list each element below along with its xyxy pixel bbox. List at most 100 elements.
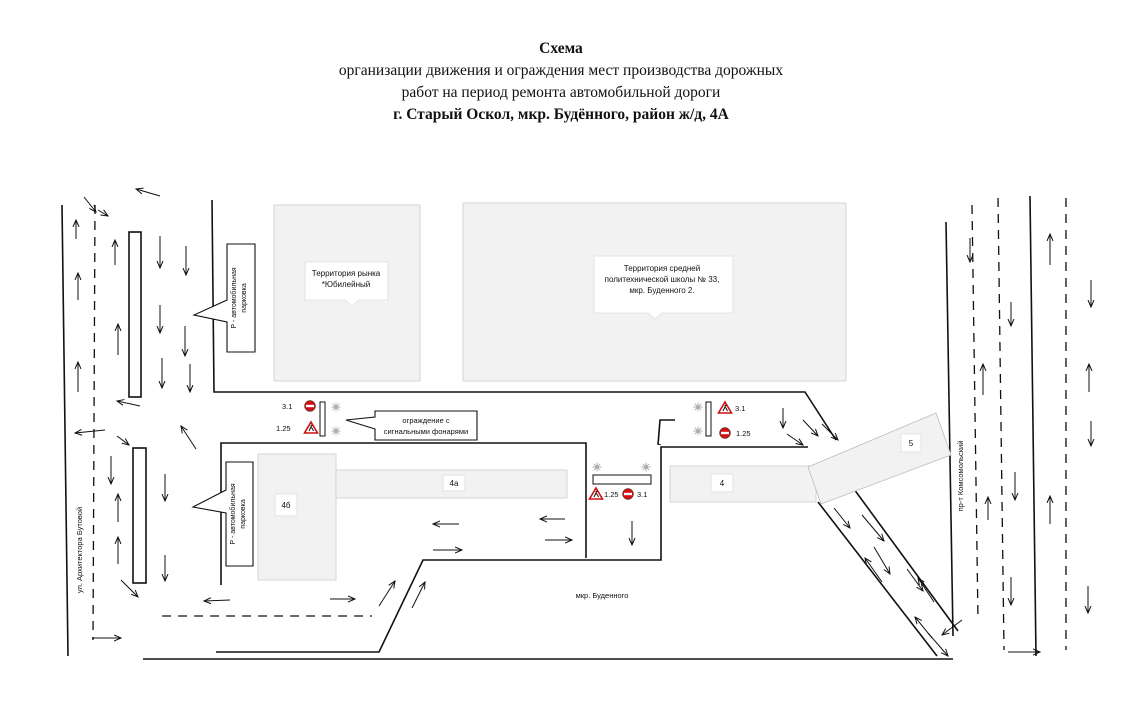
medians [128, 231, 147, 584]
lane-dash [92, 204, 96, 641]
scheme-subtitle-line-2: работ на период ремонта автомобильной до… [401, 84, 721, 101]
school-label-box [593, 255, 734, 320]
direction-arrow-icon [116, 435, 129, 445]
median-island [128, 231, 142, 398]
sign-label-1-25: 1.25 [276, 424, 291, 433]
direction-arrow-icon [906, 568, 923, 591]
building-4a-label: 4а [450, 479, 459, 488]
fence-callout: ограждение с сигнальными фонарями [345, 410, 478, 441]
no-entry-sign-icon [622, 488, 634, 500]
direction-arrow-icon [411, 582, 425, 609]
direction-arrow-icon [83, 196, 96, 212]
road-edge [657, 419, 675, 446]
building-5 [807, 412, 952, 505]
direction-arrow-icon [75, 430, 106, 433]
direction-arrow-icon [786, 433, 803, 445]
road-edge [211, 199, 837, 441]
road-edge [220, 442, 587, 585]
direction-arrow-icon [181, 426, 197, 450]
sign-label-1-25: 1.25 [604, 490, 619, 499]
direction-arrow-icon [833, 507, 850, 528]
parking-callout-top: Р - автомобильная парковка [192, 243, 256, 353]
scheme-header: Схема организации движения и ограждения … [0, 38, 1122, 126]
building-5-label-box [900, 433, 922, 453]
parking-callout-bottom: Р - автомобильная парковка [191, 461, 254, 567]
market-label-line-1: Территория рынка [312, 269, 381, 278]
fence-barrier [319, 401, 326, 437]
street-label-butova: ул. Архитектора Бутовой [75, 507, 84, 593]
school-label-line-2: политехнической школы № 33, [605, 275, 720, 284]
fence-barrier [592, 474, 652, 485]
district-label-budennogo: мкр. Буденного [576, 591, 629, 600]
building-4-label-box [710, 473, 734, 493]
building-4 [669, 465, 817, 503]
direction-arrow-icon [861, 514, 884, 541]
signal-lamp-icon [331, 426, 341, 436]
direction-arrow-icon [802, 419, 818, 436]
parking-label-line-2: парковка [240, 499, 247, 529]
market-label-box [304, 261, 389, 307]
scheme-location: г. Старый Оскол, мкр. Будённого, район ж… [393, 106, 729, 123]
lane-dash [971, 204, 979, 621]
fence-callout-line-2: сигнальными фонарями [384, 427, 468, 436]
direction-arrow-icon [927, 632, 948, 656]
road-works-sign-icon [303, 421, 319, 434]
work-zone-right: 3.1 1.25 [693, 401, 751, 439]
signal-lamp-icon [592, 462, 602, 472]
direction-arrow-icon [378, 581, 395, 607]
signal-lamp-icon [641, 462, 651, 472]
sign-label-3-1: 3.1 [282, 402, 292, 411]
parking-label-line-1: Р - автомобильная [229, 483, 237, 544]
signal-lamp-icon [331, 402, 341, 412]
road-edge [817, 501, 938, 657]
sign-label-1-25: 1.25 [736, 429, 751, 438]
direction-arrow-icon [120, 579, 138, 597]
building-4-label: 4 [720, 479, 725, 488]
no-entry-sign-icon [719, 427, 731, 439]
signal-lamp-icon [693, 402, 703, 412]
street-label-komsomolsky: пр-т Комсомольский [956, 441, 965, 512]
direction-arrow-icon [865, 558, 883, 583]
road-edge [61, 204, 69, 657]
parking-label-line-2: парковка [241, 283, 248, 313]
road-works-sign-icon [588, 487, 604, 500]
direction-arrow-icon [942, 619, 963, 635]
road-edge [945, 221, 954, 637]
school-label-line-3: мкр. Буденного 2. [629, 286, 694, 295]
road-edges [61, 195, 1037, 660]
building-4b-label: 4б [281, 501, 290, 510]
road-edge [850, 484, 959, 632]
road-works-sign-icon [717, 401, 733, 414]
building-5-label: 5 [909, 439, 914, 448]
direction-arrow-icon [873, 546, 890, 574]
no-entry-sign-icon [304, 400, 316, 412]
signal-lamp-icon [693, 426, 703, 436]
market-label-line-2: *Юбилейный [322, 280, 370, 289]
direction-arrow-icon [136, 189, 161, 197]
direction-arrow-icon [117, 401, 141, 407]
building-4b-label-box [274, 493, 298, 517]
building-4a-label-box [442, 474, 466, 492]
building-4b [257, 453, 337, 581]
sign-label-3-1: 3.1 [637, 490, 647, 499]
parking-label-line-1: Р - автомобильная [230, 267, 238, 328]
traffic-arrows [75, 189, 1091, 656]
scheme-title: Схема [539, 40, 583, 57]
direction-arrow-icon [97, 210, 108, 216]
direction-arrow-icon [204, 600, 231, 601]
fence-callout-line-1: ограждение с [402, 416, 449, 425]
work-zone-middle: 1.25 3.1 [588, 462, 652, 500]
lane-dash [997, 197, 1005, 651]
sign-label-3-1: 3.1 [735, 404, 745, 413]
direction-arrow-icon [918, 578, 935, 603]
direction-arrow-icon [821, 423, 838, 440]
lane-markings [92, 197, 1067, 651]
scheme-subtitle-line-1: организации движения и ограждения мест п… [338, 62, 784, 79]
work-zone-left: 3.1 1.25 [276, 400, 341, 437]
road-edge [216, 446, 808, 653]
median-island [132, 447, 147, 584]
fence-barrier [705, 401, 712, 437]
road-edge [1029, 195, 1037, 657]
school-label-line-1: Территория средней [624, 264, 700, 273]
